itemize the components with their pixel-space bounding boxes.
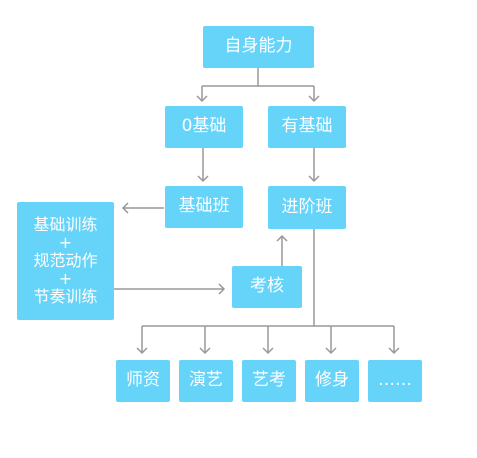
connector-exam-to-advanced <box>276 234 288 266</box>
node-basic-class: 基础班 <box>165 186 243 228</box>
arrow-to-has-base <box>308 95 320 103</box>
connector-top-down <box>201 68 315 101</box>
node-has-base: 有基础 <box>268 106 346 148</box>
node-outcome-self-cultivation: 修身 <box>305 360 359 402</box>
connector-zero-to-basic <box>197 148 209 183</box>
arrow-outcome-heads <box>136 347 400 355</box>
node-advanced-class: 进阶班 <box>268 186 346 229</box>
connector-has-to-advanced <box>308 148 320 183</box>
training-plus-2: + <box>58 268 73 288</box>
training-line-3: 节奏训练 <box>33 286 98 306</box>
connector-basic-to-training <box>121 202 164 214</box>
connector-training-to-exam <box>114 283 226 295</box>
node-self-ability: 自身能力 <box>203 26 314 68</box>
node-outcome-art-exam: 艺考 <box>242 360 296 402</box>
arrow-to-zero-base <box>196 95 208 103</box>
node-zero-base: 0基础 <box>165 106 243 148</box>
node-outcome-more: …… <box>368 360 422 402</box>
training-line-1: 基础训练 <box>33 215 98 235</box>
training-line-2: 规范动作 <box>33 251 98 271</box>
connector-outcome-drops <box>141 326 395 353</box>
node-outcome-teacher: 师资 <box>116 360 170 402</box>
training-plus-1: + <box>58 233 73 253</box>
node-training: 基础训练 + 规范动作 + 节奏训练 <box>17 202 114 320</box>
node-outcome-performance: 演艺 <box>179 360 233 402</box>
node-exam: 考核 <box>232 266 302 308</box>
